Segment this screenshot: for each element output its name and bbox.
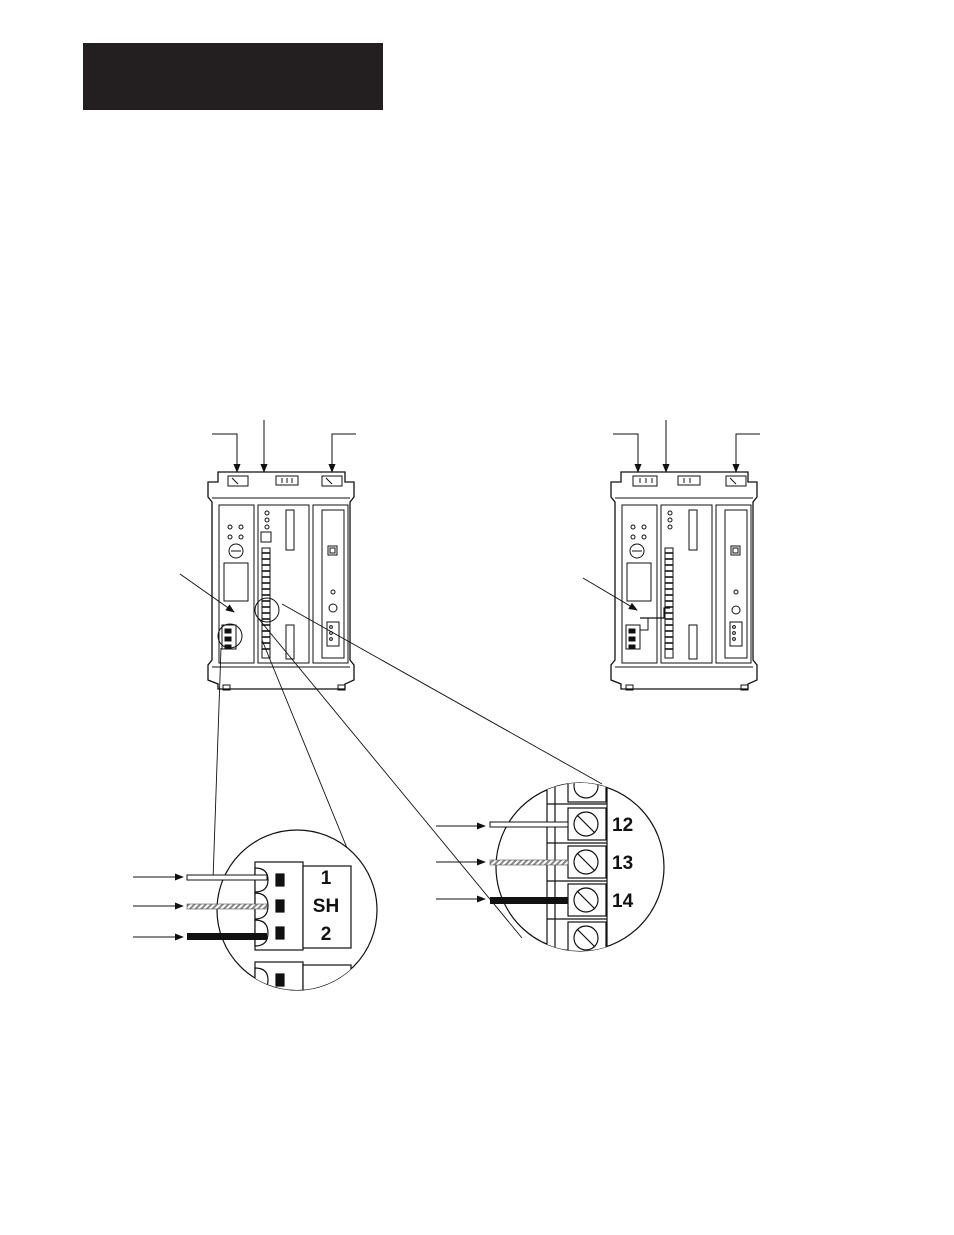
- terminal-label-14: 14: [612, 891, 634, 912]
- right-terminal-zoom: 12 13 14: [490, 770, 664, 954]
- terminal-label-12: 12: [612, 815, 633, 836]
- connector-label-2: 2: [321, 924, 332, 945]
- right-chassis: [583, 420, 760, 690]
- connector-label-1: 1: [321, 868, 332, 889]
- terminal-label-13: 13: [612, 853, 633, 874]
- connector-label-sh: SH: [313, 896, 339, 917]
- left-chassis: [180, 420, 356, 690]
- left-wire-arrows: [133, 877, 183, 937]
- right-wire-arrows: [436, 826, 485, 899]
- left-connector-zoom: 1 SH 2: [187, 830, 377, 1005]
